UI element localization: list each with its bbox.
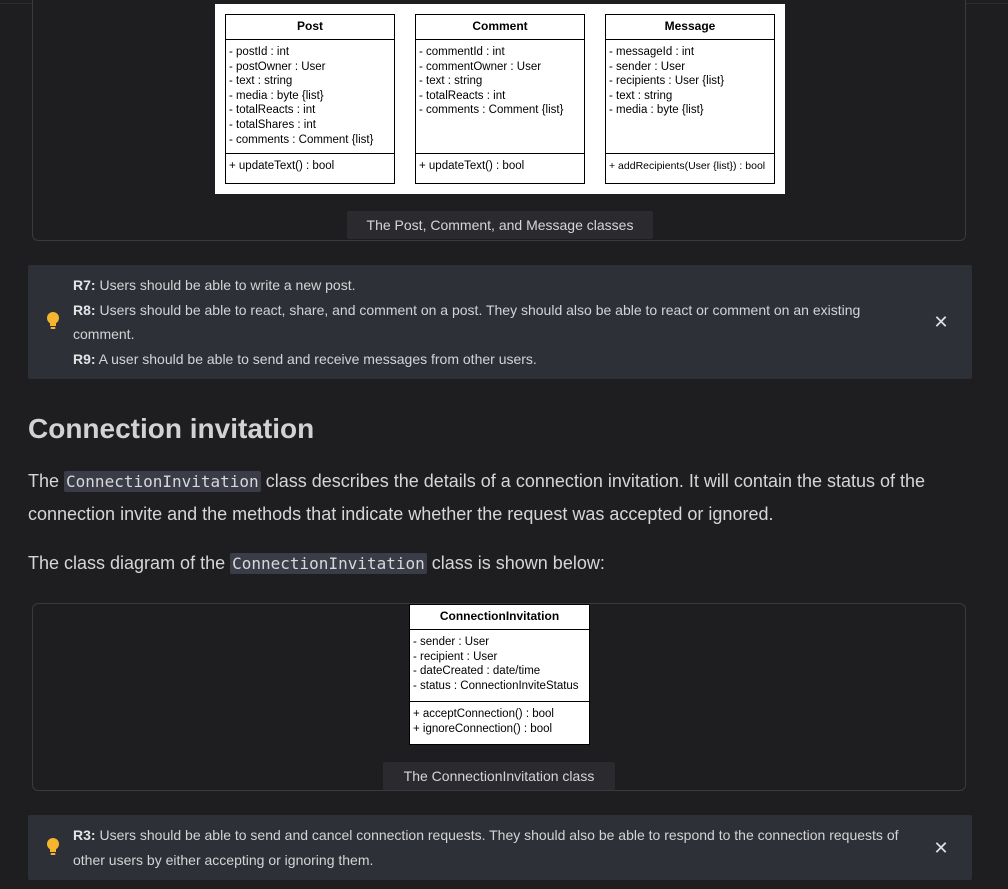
uml-methods: + addRecipients(User {list}) : bool	[606, 154, 774, 174]
uml-attribute: - comments : Comment {list}	[229, 133, 374, 146]
class-diagram-image: ConnectionInvitation - sender : User - r…	[409, 604, 590, 745]
requirement-text: Users should be able to write a new post…	[95, 277, 356, 293]
uml-attribute: - media : byte {list}	[229, 89, 324, 102]
uml-attribute: - commentId : int	[419, 46, 505, 58]
uml-attribute: - totalShares : int	[229, 118, 316, 131]
inline-code: ConnectionInvitation	[64, 471, 261, 492]
uml-methods: + updateText() : bool	[226, 154, 394, 174]
text-run: class describes the details of a connect…	[28, 471, 926, 524]
text-run: The	[28, 471, 65, 491]
requirements-callout: R7: Users should be able to write a new …	[28, 265, 972, 379]
uml-attribute: - comments : Comment {list}	[419, 104, 564, 117]
uml-attribute: - postId : int	[229, 46, 290, 58]
text-run: The class diagram of the	[28, 553, 231, 573]
uml-class-name: Comment	[416, 15, 584, 40]
requirements-list: R3: Users should be able to send and can…	[73, 823, 912, 872]
uml-attribute: - totalReacts : int	[229, 104, 316, 117]
requirement-text: Users should be able to react, share, an…	[73, 301, 861, 343]
uml-class-post: Post - postId : int - postOwner : User -…	[225, 14, 395, 184]
requirements-callout: R3: Users should be able to send and can…	[28, 815, 972, 880]
figure-connection-invitation: ConnectionInvitation - sender : User - r…	[32, 603, 966, 791]
uml-method: + addRecipients(User {list}) : bool	[609, 160, 766, 172]
uml-attributes: - commentId : int - commentOwner : User …	[416, 40, 584, 154]
requirement-label: R8:	[73, 301, 96, 318]
figure-caption: The ConnectionInvitation class	[383, 762, 615, 790]
uml-class-connection-invitation: ConnectionInvitation - sender : User - r…	[409, 604, 590, 745]
requirement-item: R8: Users should be able to react, share…	[73, 298, 912, 347]
section-heading: Connection invitation	[28, 413, 315, 444]
uml-attribute: - dateCreated : date/time	[413, 665, 541, 678]
requirement-item: R3: Users should be able to send and can…	[73, 823, 912, 872]
uml-attribute: - sender : User	[413, 636, 490, 648]
uml-attribute: - media : byte {list}	[609, 104, 704, 117]
uml-attribute: - text : string	[229, 75, 293, 88]
uml-attributes: - sender : User - recipient : User - dat…	[410, 630, 589, 702]
uml-method: + updateText() : bool	[419, 160, 525, 172]
uml-method: + ignoreConnection() : bool	[413, 722, 553, 735]
uml-class-name: Post	[226, 15, 394, 40]
requirement-label: R7:	[73, 277, 96, 293]
requirement-item: R7: Users should be able to write a new …	[73, 273, 912, 298]
requirement-item: R9: A user should be able to send and re…	[73, 347, 912, 372]
uml-class-name: Message	[606, 15, 774, 40]
text-run: class is shown below:	[426, 553, 605, 573]
paragraph-diagram-intro: The class diagram of the ConnectionInvit…	[28, 547, 958, 580]
uml-attribute: - commentOwner : User	[419, 60, 542, 73]
requirements-list: R7: Users should be able to write a new …	[73, 273, 912, 371]
uml-attribute: - messageId : int	[609, 46, 695, 58]
uml-methods: + acceptConnection() : bool + ignoreConn…	[410, 702, 589, 736]
figure-caption: The Post, Comment, and Message classes	[347, 211, 653, 239]
uml-attribute: - text : string	[609, 89, 673, 102]
uml-attributes: - postId : int - postOwner : User - text…	[226, 40, 394, 154]
figure-post-comment-message: Post - postId : int - postOwner : User -…	[32, 0, 966, 241]
inline-code: ConnectionInvitation	[230, 553, 427, 574]
uml-class-name: ConnectionInvitation	[410, 605, 589, 630]
uml-attribute: - totalReacts : int	[419, 89, 506, 102]
uml-method: + acceptConnection() : bool	[413, 708, 554, 720]
uml-class-message: Message - messageId : int - sender : Use…	[605, 14, 775, 184]
uml-attribute: - text : string	[419, 75, 483, 88]
paragraph-description: The ConnectionInvitation class describes…	[28, 465, 958, 530]
uml-methods: + updateText() : bool	[416, 154, 584, 174]
requirement-text: A user should be able to send and receiv…	[95, 350, 537, 367]
close-icon[interactable]: ✕	[933, 838, 949, 858]
uml-attribute: - status : ConnectionInviteStatus	[413, 679, 579, 692]
requirement-label: R3:	[73, 827, 96, 843]
uml-attribute: - recipients : User {list}	[609, 75, 725, 88]
lightbulb-icon	[47, 312, 59, 329]
uml-class-comment: Comment - commentId : int - commentOwner…	[415, 14, 585, 184]
uml-attribute: - postOwner : User	[229, 60, 326, 73]
uml-attribute: - sender : User	[609, 60, 686, 73]
requirement-text: Users should be able to send and cancel …	[73, 827, 899, 868]
lightbulb-icon	[47, 838, 59, 855]
uml-method: + updateText() : bool	[229, 160, 335, 172]
uml-attribute: - recipient : User	[413, 650, 498, 663]
uml-attributes: - messageId : int - sender : User - reci…	[606, 40, 774, 154]
class-diagram-image: Post - postId : int - postOwner : User -…	[215, 4, 785, 194]
requirement-label: R9:	[73, 350, 96, 367]
close-icon[interactable]: ✕	[933, 312, 949, 332]
